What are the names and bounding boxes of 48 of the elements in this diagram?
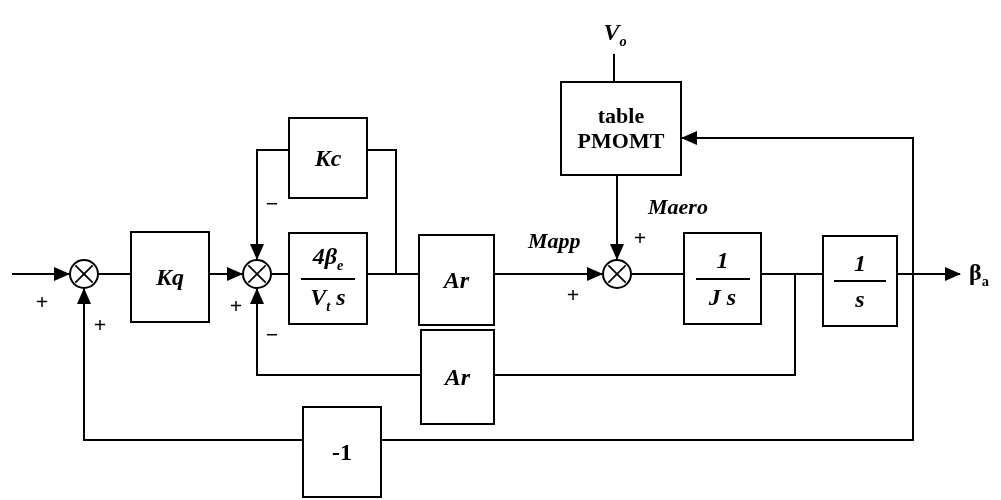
arrow [250, 288, 421, 376]
numerator: 1 [854, 249, 866, 276]
block-label: Kc [314, 144, 342, 172]
connector-line [613, 53, 615, 82]
connector-line [271, 273, 289, 275]
connector-line [381, 273, 914, 441]
arrow [494, 267, 603, 281]
transfer-block [302, 406, 382, 498]
summing-junction [242, 259, 272, 289]
transfer-block [420, 329, 495, 425]
denominator: V$_{t}$ s [310, 283, 346, 315]
block-label: table PMOMT [576, 104, 666, 153]
block-label: Ar [443, 266, 470, 294]
transfer-block [288, 232, 368, 325]
transfer-block [418, 234, 495, 326]
connector-line [494, 273, 796, 376]
summing-junction [69, 259, 99, 289]
sign-label: − [265, 324, 279, 346]
connector-line [98, 273, 131, 275]
summing-junction [602, 259, 632, 289]
sign-label: + [229, 295, 243, 317]
connector-line [631, 273, 684, 275]
denominator: s [855, 286, 865, 313]
signal-label: β$_{a}$ [969, 258, 989, 290]
sign-label: + [566, 284, 580, 306]
block-label: Ar [444, 363, 471, 391]
arrow [209, 267, 243, 281]
sign-label: + [35, 291, 49, 313]
block-label: -1 [332, 438, 352, 466]
sign-label: + [633, 227, 647, 249]
numerator: 1 [716, 247, 729, 274]
numerator: 4β$_{e}$ [312, 242, 344, 274]
transfer-block [683, 232, 762, 325]
block-label: Kq [156, 263, 184, 291]
transfer-block [560, 81, 682, 176]
arrow [77, 288, 303, 441]
sign-label: − [265, 193, 279, 215]
arrow [610, 175, 624, 260]
transfer-block [288, 117, 368, 199]
signal-label: V$_{o}$ [603, 18, 627, 50]
transfer-block [130, 231, 210, 323]
arrow [11, 267, 70, 281]
sign-label: + [93, 314, 107, 336]
arrow [250, 149, 289, 260]
denominator: J s [708, 283, 737, 310]
arrow [681, 131, 914, 275]
connector-line [367, 149, 397, 275]
transfer-block [822, 235, 898, 327]
